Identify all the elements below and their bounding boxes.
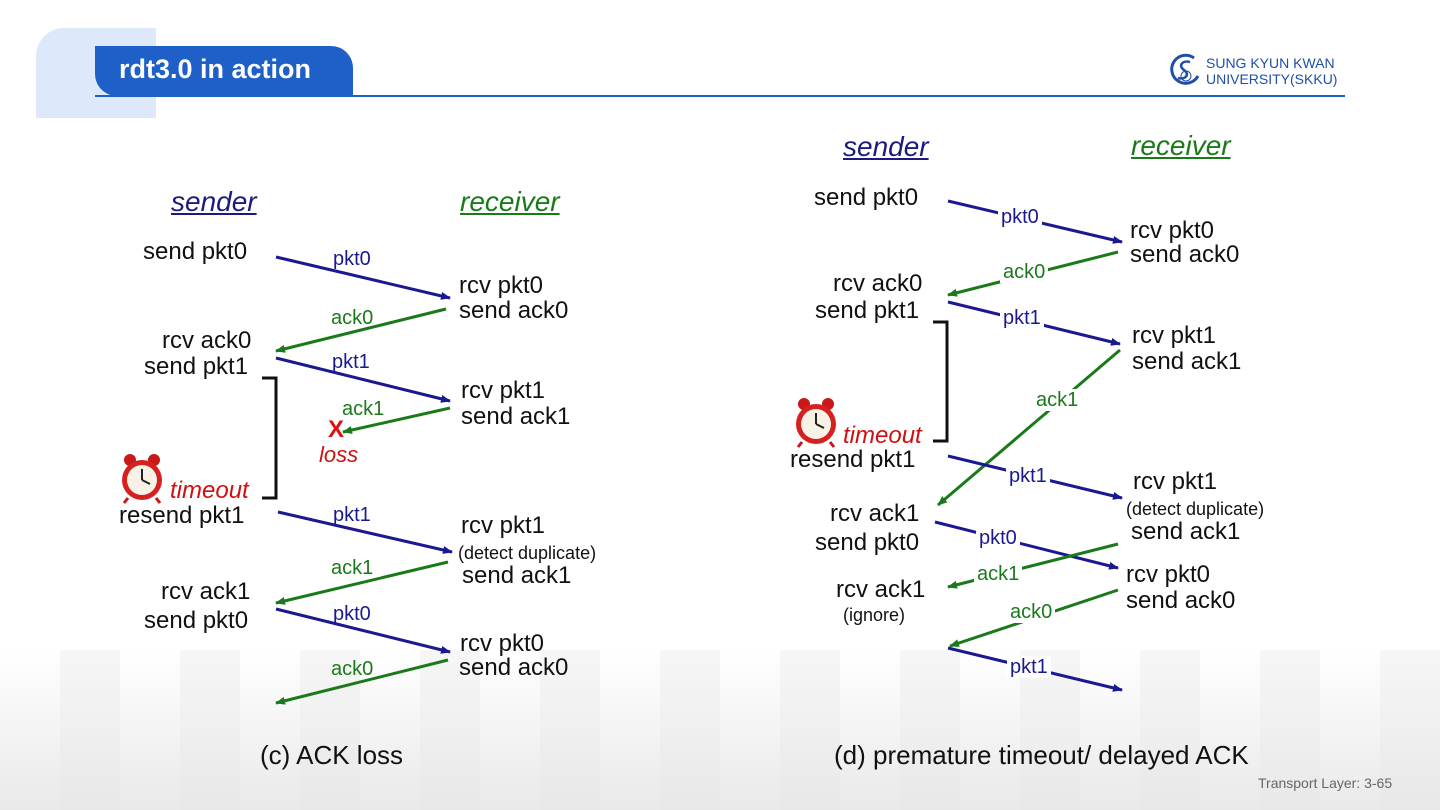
left-receiver-heading: receiver: [460, 186, 560, 217]
right-event-rcv-pkt1-2: rcv pkt1: [1133, 468, 1218, 495]
right-event-send-ack1: send ack1: [1132, 348, 1242, 375]
left-event-rcv-pkt0: rcv pkt0: [459, 272, 544, 299]
left-detect-duplicate: (detect duplicate): [458, 543, 597, 563]
right-event-rcv-ack0: rcv ack0: [833, 270, 923, 297]
left-event-send-pkt0: send pkt0: [143, 238, 248, 265]
left-msg-ack1: ack1: [342, 398, 385, 420]
right-event-send-pkt0: send pkt0: [814, 184, 919, 211]
right-event-rcv-pkt0: rcv pkt0: [1130, 217, 1215, 244]
background-fade: [0, 650, 1440, 810]
left-event-send-pkt0-2: send pkt0: [144, 607, 249, 634]
right-timeout-label: timeout: [843, 422, 922, 449]
arrow-ack0: [275, 307, 447, 353]
title-underline: [95, 95, 1345, 97]
arrow-pkt1-resend: [277, 510, 453, 554]
left-event-rcv-pkt1: rcv pkt1: [461, 377, 546, 404]
page-footer: Transport Layer: 3-65: [1258, 775, 1393, 791]
left-msg-ack0: ack0: [331, 307, 374, 329]
alarm-clock-icon-r: [796, 398, 836, 448]
right-event-resend-pkt1: resend pkt1: [790, 446, 916, 473]
right-caption: (d) premature timeout/ delayed ACK: [834, 740, 1249, 770]
right-msg-pkt1: pkt1: [1000, 307, 1044, 329]
timeout-bracket: [262, 376, 278, 500]
right-event-send-ack0: send ack0: [1130, 241, 1240, 268]
right-event-send-ack0-2: send ack0: [1126, 587, 1236, 614]
left-msg-pkt1-2: pkt1: [333, 504, 371, 526]
right-ignore-note: (ignore): [843, 605, 906, 625]
arrow-pkt1: [275, 356, 451, 403]
right-event-rcv-ack1: rcv ack1: [830, 500, 920, 527]
arrow-pkt0: [275, 255, 451, 300]
left-event-send-ack1-2: send ack1: [462, 562, 572, 589]
slide-title: rdt3.0 in action: [119, 54, 312, 84]
loss-x-mark: X: [328, 416, 345, 443]
left-event-rcv-pkt0-2: rcv pkt0: [460, 630, 545, 657]
left-caption: (c) ACK loss: [260, 740, 404, 770]
arrow-pkt0-2: [275, 607, 451, 654]
left-event-rcv-ack1: rcv ack1: [161, 578, 251, 605]
left-event-resend-pkt1: resend pkt1: [119, 502, 245, 529]
logo-text-line1: SUNG KYUN KWAN: [1206, 55, 1335, 71]
right-msg-pkt0-2: pkt0: [976, 527, 1020, 549]
arrow-ack1-lost: [342, 406, 451, 434]
right-receiver-heading: receiver: [1131, 130, 1231, 161]
arrow-pkt0-2-r: [934, 520, 1119, 570]
left-event-rcv-pkt1-2: rcv pkt1: [461, 512, 546, 539]
right-event-rcv-pkt0-2: rcv pkt0: [1126, 561, 1211, 588]
right-msg-ack1: ack1: [1033, 389, 1082, 411]
right-detect-duplicate: (detect duplicate): [1126, 499, 1265, 519]
alarm-clock-icon: [122, 454, 162, 504]
left-timeout-label: timeout: [170, 477, 249, 504]
right-event-rcv-pkt1: rcv pkt1: [1132, 322, 1217, 349]
right-event-rcv-ack1-2: rcv ack1: [836, 576, 926, 603]
arrow-ack1-delayed: [937, 348, 1121, 507]
left-msg-pkt1: pkt1: [332, 351, 370, 373]
left-event-send-pkt1: send pkt1: [144, 353, 249, 380]
skku-logo-icon: [1170, 53, 1200, 85]
left-loss-label: loss: [319, 442, 359, 467]
right-msg-pkt0: pkt0: [998, 206, 1042, 228]
right-msg-pkt1-3: pkt1: [1007, 656, 1051, 678]
left-event-send-ack1: send ack1: [461, 403, 571, 430]
left-sender-heading: sender: [171, 186, 257, 217]
left-msg-ack0-2: ack0: [331, 658, 374, 680]
left-event-send-ack0: send ack0: [459, 297, 569, 324]
right-sender-heading: sender: [843, 131, 929, 162]
logo-text-line2: UNIVERSITY(SKKU): [1206, 71, 1338, 87]
left-msg-pkt0: pkt0: [333, 248, 371, 270]
right-msg-ack0-2: ack0: [1007, 601, 1056, 623]
right-event-send-pkt0-2: send pkt0: [815, 529, 920, 556]
right-msg-ack0: ack0: [1000, 261, 1049, 283]
left-msg-pkt0-2: pkt0: [333, 603, 371, 625]
left-event-rcv-ack0: rcv ack0: [162, 327, 252, 354]
right-event-send-ack1-2: send ack1: [1131, 518, 1241, 545]
left-msg-ack1-2: ack1: [331, 557, 374, 579]
timeout-bracket-r: [933, 320, 949, 443]
arrow-ack1-2: [275, 560, 449, 605]
right-msg-ack1-2: ack1: [974, 563, 1023, 585]
arrow-ack0-2: [275, 658, 449, 705]
left-event-send-ack0-2: send ack0: [459, 654, 569, 681]
right-event-send-pkt1: send pkt1: [815, 297, 920, 324]
right-msg-pkt1-2: pkt1: [1006, 465, 1050, 487]
title-banner: [95, 46, 353, 96]
